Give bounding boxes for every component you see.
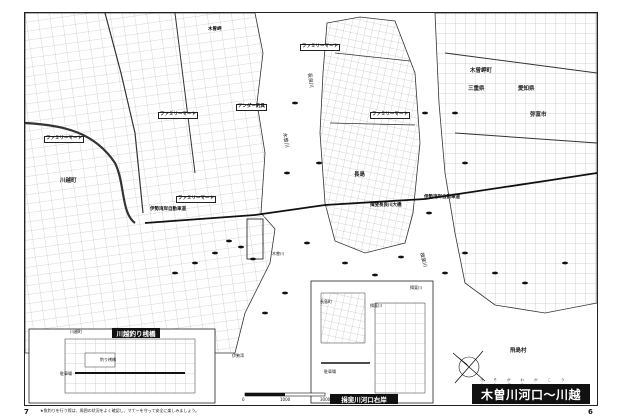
river-name: 伊勢湾 bbox=[232, 353, 244, 358]
place-label: アンダー釣具 bbox=[236, 104, 267, 111]
right-page-number: 6 bbox=[588, 408, 593, 416]
scale-bar bbox=[244, 392, 326, 397]
page-title: 木曽川河口〜川越 bbox=[472, 384, 590, 404]
area-label: 飛島村 bbox=[510, 348, 527, 354]
place-label: ファミリーマート bbox=[44, 136, 84, 143]
place-label: ファミリーマート bbox=[370, 112, 410, 119]
inset-b[interactable] bbox=[310, 280, 434, 404]
bridge-label: 伊勢湾岸自動車道 bbox=[150, 207, 186, 212]
svg-text:長良川: 長良川 bbox=[306, 72, 315, 88]
area-label: 川越町 bbox=[60, 178, 77, 184]
footnote: ★魚釣りを行う際は、周囲の状況をよく確認し、マナーを守って安全に楽しみましょう。 bbox=[40, 408, 200, 413]
place-label: 木曽岬 bbox=[208, 27, 222, 32]
right-bank-land bbox=[434, 13, 597, 314]
area-label: 木曽岬町 bbox=[470, 68, 493, 74]
inset-a-title: 川越釣り桟橋 bbox=[112, 328, 160, 338]
left-page-number: 7 bbox=[24, 408, 29, 416]
inset-b-title: 揖斐川河口右岸 bbox=[330, 394, 398, 404]
highlight-spot-box bbox=[246, 218, 264, 260]
inset-a[interactable] bbox=[28, 328, 216, 404]
road-network bbox=[25, 13, 597, 224]
place-label: ファミリーマート bbox=[300, 44, 340, 51]
area-label: 弥富市 bbox=[530, 112, 547, 118]
place-label: ファミリーマート bbox=[176, 196, 216, 203]
inset-label: 揖斐川 bbox=[370, 303, 382, 308]
place-label: 伊勢湾岸自動車道 bbox=[424, 195, 460, 200]
fishing-spot-markers bbox=[172, 101, 568, 315]
nagashima-island bbox=[319, 16, 421, 254]
river-name: 揖斐川 bbox=[410, 285, 422, 290]
scale-tick: 3000m bbox=[320, 397, 335, 402]
inset-label: 川越町 bbox=[70, 329, 82, 334]
area-label: 長島 bbox=[354, 172, 366, 178]
river-labels: 木曽川 揖斐川 長良川 bbox=[281, 72, 429, 268]
river-name: 木曽川 bbox=[272, 251, 284, 256]
map-frame[interactable]: 木曽川 揖斐川 長良川 bbox=[24, 12, 598, 406]
scale-tick: 1000 bbox=[280, 397, 291, 402]
bridge-label: 揖斐長良川大橋 bbox=[370, 203, 402, 208]
map-canvas[interactable]: 木曽川 揖斐川 長良川 bbox=[25, 13, 597, 405]
compass-rose-icon bbox=[452, 350, 486, 384]
inset-label: 駐車場 bbox=[60, 371, 72, 376]
place-label: ファミリーマート bbox=[158, 112, 198, 119]
isewangan-expressway bbox=[144, 172, 597, 224]
inset-label: 長島町 bbox=[320, 299, 332, 304]
area-label: 三重県 bbox=[468, 86, 485, 92]
svg-text:木曽川: 木曽川 bbox=[281, 132, 291, 148]
inset-label: 駐車場 bbox=[324, 369, 336, 374]
scale-tick: 0 bbox=[242, 397, 245, 402]
inset-label: 釣り桟橋 bbox=[100, 357, 116, 362]
area-label: 愛知県 bbox=[518, 86, 535, 92]
svg-text:揖斐川: 揖斐川 bbox=[418, 252, 429, 268]
